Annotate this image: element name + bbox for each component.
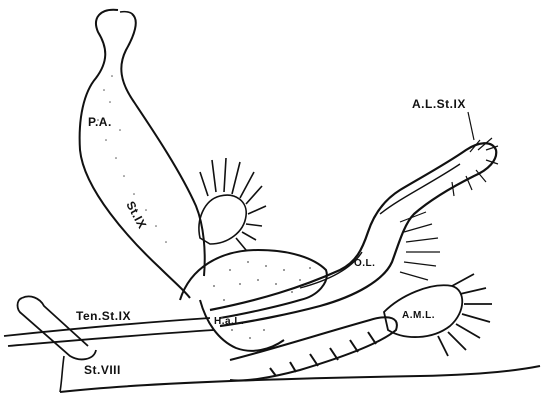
label-st-viii: St.VIII — [84, 363, 121, 377]
posterior-apodeme-outline — [80, 10, 205, 298]
sternite-lower — [60, 317, 540, 392]
leader-al-st-ix — [468, 112, 474, 140]
label-al-st-ix: A.L.St.IX — [412, 97, 466, 111]
stipple-body — [213, 261, 311, 339]
label-pa: P.A. — [88, 115, 112, 129]
aedeagus-arm — [210, 143, 496, 326]
label-ol: O.L. — [354, 258, 375, 269]
ten-st-ix-rod — [4, 296, 214, 359]
setose-lobe-upper — [199, 158, 266, 250]
aml-lobe — [384, 274, 492, 356]
arm-spines — [400, 138, 498, 280]
label-aml: A.M.L. — [402, 310, 435, 321]
label-ha: H.a.L. — [214, 316, 244, 327]
label-ten-st-ix: Ten.St.IX — [76, 309, 131, 323]
label-st-ix: St.IX — [123, 199, 149, 231]
